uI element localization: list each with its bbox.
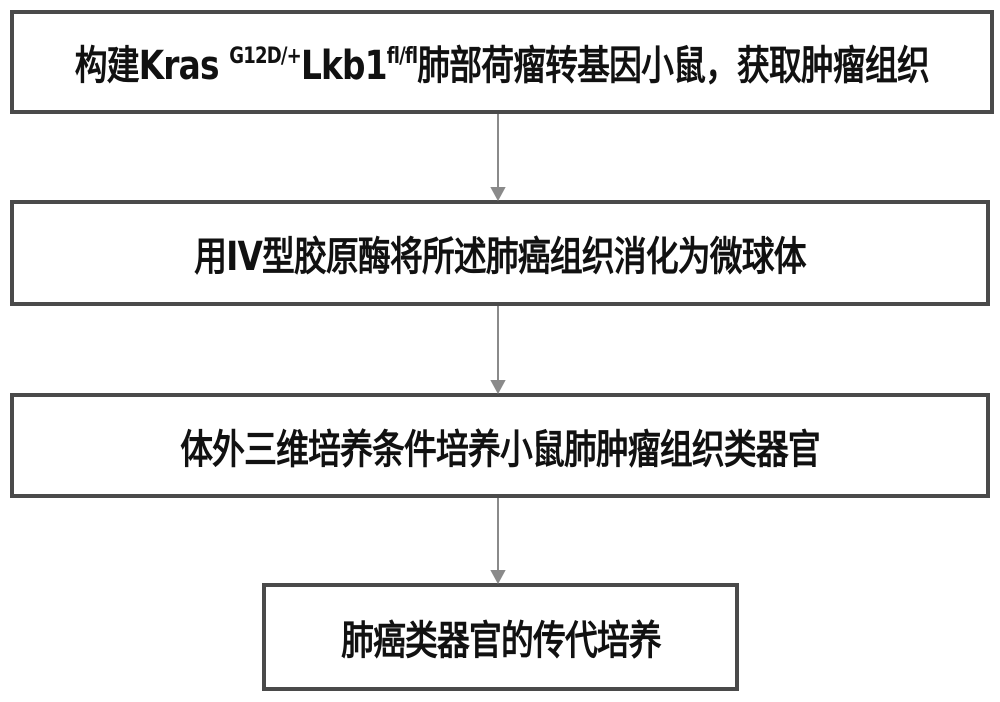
arrow-3-head-icon (490, 570, 506, 585)
arrow-1-head-icon (490, 187, 506, 202)
step-3-box: 体外三维培养条件培养小鼠肺肿瘤组织类器官 (10, 393, 990, 498)
step-4-label: 肺癌类器官的传代培养 (340, 618, 662, 664)
step-1-label: 构建Kras G12D/+Lkb1fl/fl肺部荷瘤转基因小鼠，获取肿瘤组织 (74, 43, 930, 89)
step-1-box: 构建Kras G12D/+Lkb1fl/fl肺部荷瘤转基因小鼠，获取肿瘤组织 (10, 10, 994, 114)
step-3-label: 体外三维培养条件培养小鼠肺肿瘤组织类器官 (180, 426, 820, 473)
arrow-2-head-icon (490, 380, 506, 395)
step-2-label: 用IV型胶原酶将所述肺癌组织消化为微球体 (194, 234, 806, 280)
step-4-box: 肺癌类器官的传代培养 (262, 583, 739, 691)
step-2-box: 用IV型胶原酶将所述肺癌组织消化为微球体 (10, 200, 990, 306)
